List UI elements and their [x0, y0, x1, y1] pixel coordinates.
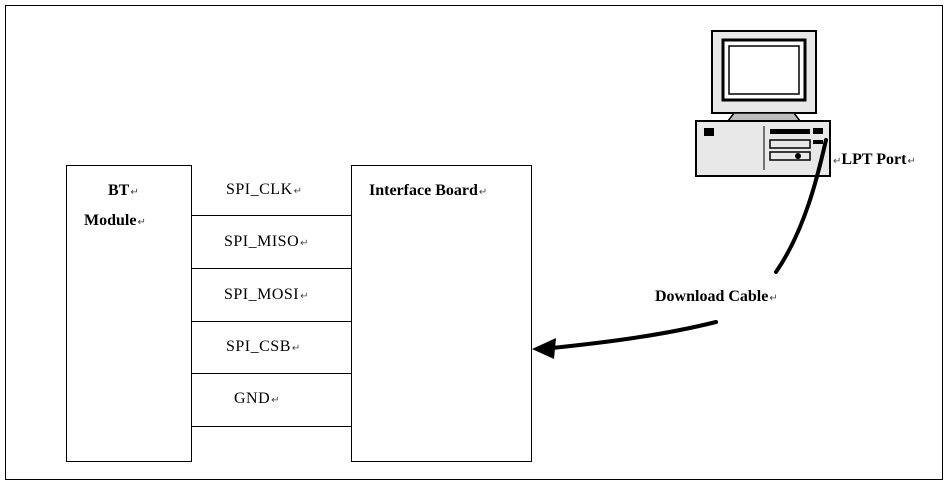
- diagram-frame: [5, 5, 943, 480]
- bt-module-label-line1: BT↵: [108, 182, 139, 199]
- signal-label-spi-csb: SPI_CSB↵: [226, 338, 301, 355]
- signal-line-3: [192, 321, 351, 322]
- bt-module-box: [66, 165, 192, 462]
- signal-label-spi-mosi: SPI_MOSI↵: [224, 286, 310, 303]
- signal-line-4: [192, 373, 351, 374]
- arrow-head: [532, 338, 556, 359]
- download-cable-label: Download Cable↵: [655, 288, 778, 305]
- signal-line-1: [192, 215, 351, 216]
- signal-label-spi-clk: SPI_CLK↵: [226, 181, 303, 198]
- interface-board-label: Interface Board↵: [369, 182, 488, 199]
- computer-icon: [695, 30, 831, 177]
- bt-module-label-line2: Module↵: [84, 212, 146, 229]
- lpt-port-label: ↵LPT Port↵: [833, 151, 916, 168]
- signal-label-gnd: GND↵: [234, 390, 281, 407]
- signal-line-2: [192, 268, 351, 269]
- signal-line-5: [192, 426, 351, 427]
- signal-label-spi-miso: SPI_MISO↵: [224, 233, 310, 250]
- interface-board-box: [351, 165, 532, 462]
